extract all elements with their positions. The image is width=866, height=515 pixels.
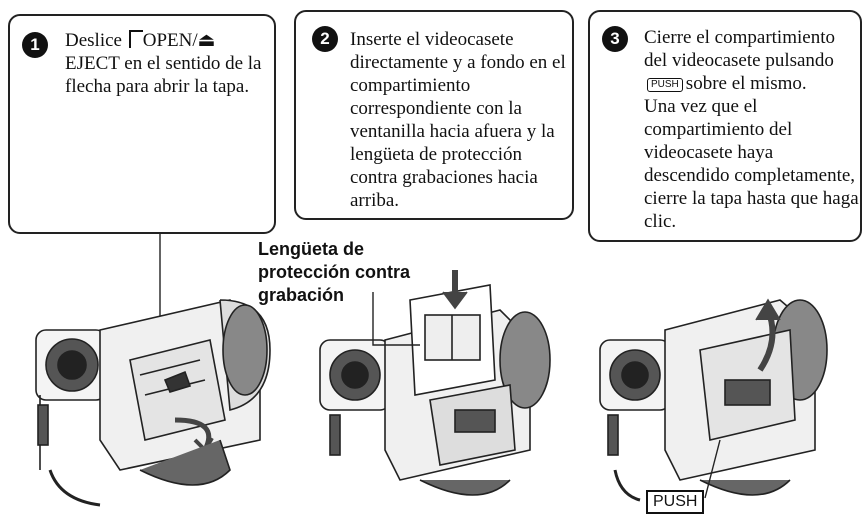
- push-button-label: PUSH: [646, 490, 705, 514]
- camcorder-illustration-3: [599, 298, 828, 502]
- step-1-text: Deslice OPEN/⏏ EJECT en el sentido de la…: [65, 29, 270, 98]
- push-badge: PUSH: [647, 78, 683, 92]
- eject-icon: ⏏: [197, 30, 216, 51]
- leader-line-tab: [372, 292, 420, 346]
- leader-line-push: [704, 439, 721, 499]
- step-3-text-b: sobre el mismo.: [685, 73, 807, 94]
- step-1-box: 1 Deslice OPEN/⏏ EJECT en el sentido de …: [8, 14, 276, 234]
- protection-tab-label: Lengüeta de protección contra grabación: [258, 239, 411, 305]
- step-3-box: 3 Cierre el compartimiento del videocase…: [588, 10, 862, 242]
- step-3-number: 3: [602, 26, 628, 52]
- open-bracket-icon: [128, 30, 143, 48]
- step-1-prefix: Deslice: [65, 30, 122, 51]
- step-3-text-c: Una vez que el compartimiento del videoc…: [644, 96, 859, 232]
- camcorder-illustration-2: [319, 270, 551, 496]
- camcorder-illustration-1: [35, 299, 271, 507]
- step-3-text: Cierre el compartimiento del videocasete…: [644, 26, 862, 233]
- step-3-text-a: Cierre el compartimiento del videocasete…: [644, 27, 835, 71]
- step-1-rest: EJECT en el sentido de la flecha para ab…: [65, 53, 262, 97]
- step-2-box: 2 Inserte el videocasete directamente y …: [294, 10, 574, 220]
- step-1-open-label: OPEN/: [142, 30, 198, 51]
- step-1-number: 1: [22, 32, 48, 58]
- step-2-text: Inserte el videocasete directamente y a …: [350, 29, 566, 211]
- step-2-number: 2: [312, 26, 338, 52]
